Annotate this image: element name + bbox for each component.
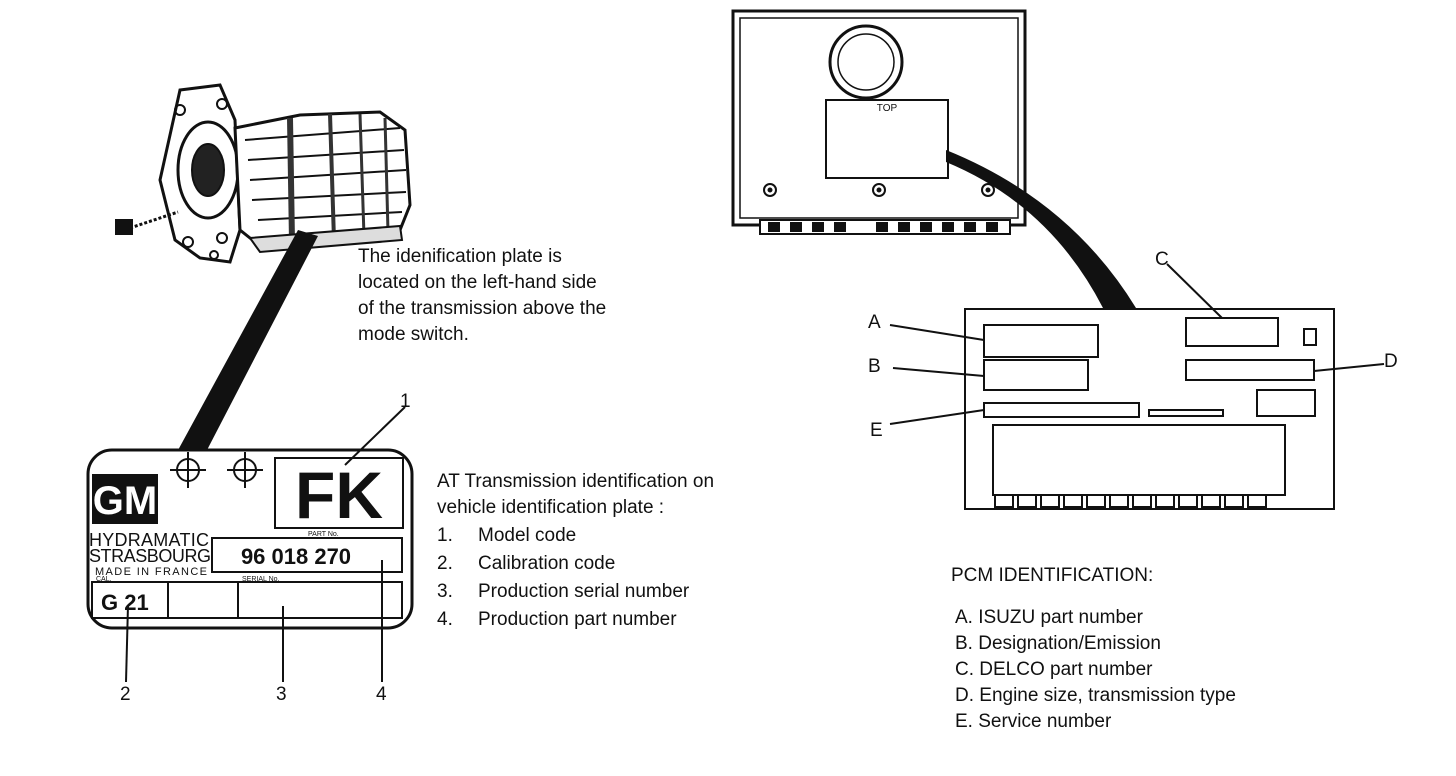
at-info-item: 1. Model code — [437, 523, 714, 551]
pcm-label — [964, 308, 1335, 510]
plate-maker-line-3: MADE IN FRANCE — [95, 566, 207, 578]
pcm-label-c: C — [1155, 249, 1169, 270]
at-info-item-number: 1. — [437, 525, 453, 546]
at-info-item: 3. Production serial number — [437, 579, 714, 607]
location-note-line: The idenification plate is — [358, 246, 562, 267]
pcm-identification-item: E. Service number — [955, 711, 1112, 732]
pcm-label-d: D — [1384, 351, 1398, 372]
pcm-module — [731, 9, 1027, 235]
plate-calibration-code: G 21 — [101, 590, 149, 615]
pcm-field-c — [1185, 317, 1279, 347]
pcm-field-b — [983, 359, 1089, 391]
pcm-identification-item: A. ISUZU part number — [955, 607, 1143, 628]
location-note-line: mode switch. — [358, 324, 469, 345]
callout-4: 4 — [376, 684, 387, 705]
at-info-item-text: Production serial number — [478, 581, 690, 602]
at-info-item: 2. Calibration code — [437, 551, 714, 579]
at-info: AT Transmission identification on vehicl… — [437, 469, 714, 635]
plate-maker-line-2: STRASBOURG — [89, 546, 211, 566]
at-info-item: 4. Production part number — [437, 607, 714, 635]
plate-maker-line-1: HYDRAMATIC — [89, 530, 209, 550]
at-info-item-text: Production part number — [478, 609, 677, 630]
plate-leaders — [125, 406, 406, 683]
pcm-identification-item: C. DELCO part number — [955, 659, 1153, 680]
plate-serial-no-label: SERIAL No. — [242, 576, 280, 583]
pcm-identification-item: B. Designation/Emission — [955, 633, 1161, 654]
pcm-field-a — [983, 324, 1099, 358]
pcm-leaders — [889, 263, 1385, 425]
identification-plate — [86, 448, 414, 630]
location-note: The idenification plate is located on th… — [358, 244, 606, 348]
pcm-label-e: E — [870, 420, 883, 441]
at-info-item-text: Calibration code — [478, 553, 616, 574]
pcm-connector-pins — [768, 222, 998, 232]
pcm-connector-band — [946, 150, 1136, 308]
plate-part-no-label: PART No. — [308, 531, 339, 538]
plate-model-code: FK — [295, 458, 383, 532]
pcm-label-b: B — [868, 356, 881, 377]
pcm-top-label: TOP — [877, 103, 898, 114]
pcm-identification-title: PCM IDENTIFICATION: — [951, 565, 1154, 586]
pcm-field-e — [983, 402, 1140, 418]
pcm-identification-item: D. Engine size, transmission type — [955, 685, 1236, 706]
callout-2: 2 — [120, 684, 131, 705]
at-info-item-text: Model code — [478, 525, 577, 546]
plate-cal-label: CAL. — [96, 576, 112, 583]
pcm-label-a: A — [868, 312, 881, 333]
pcm-label-pins — [994, 494, 1267, 508]
location-note-line: of the transmission above the — [358, 298, 607, 319]
plate-connector-band — [177, 230, 318, 452]
callout-3: 3 — [276, 684, 287, 705]
callout-1: 1 — [400, 391, 411, 412]
plate-brand-logo: GM — [93, 479, 157, 523]
pcm-identification-list: A. ISUZU part number B. Designation/Emis… — [955, 605, 1236, 735]
at-info-item-number: 4. — [437, 609, 453, 630]
location-note-line: located on the left-hand side — [358, 272, 597, 293]
at-info-heading-line: vehicle identification plate : — [437, 497, 665, 518]
transmission-illustration — [115, 83, 412, 264]
plate-part-number: 96 018 270 — [241, 544, 351, 569]
at-info-heading-line: AT Transmission identification on — [437, 471, 715, 492]
pcm-field-d — [1185, 359, 1315, 381]
at-info-item-number: 3. — [437, 581, 453, 602]
at-info-item-number: 2. — [437, 553, 453, 574]
